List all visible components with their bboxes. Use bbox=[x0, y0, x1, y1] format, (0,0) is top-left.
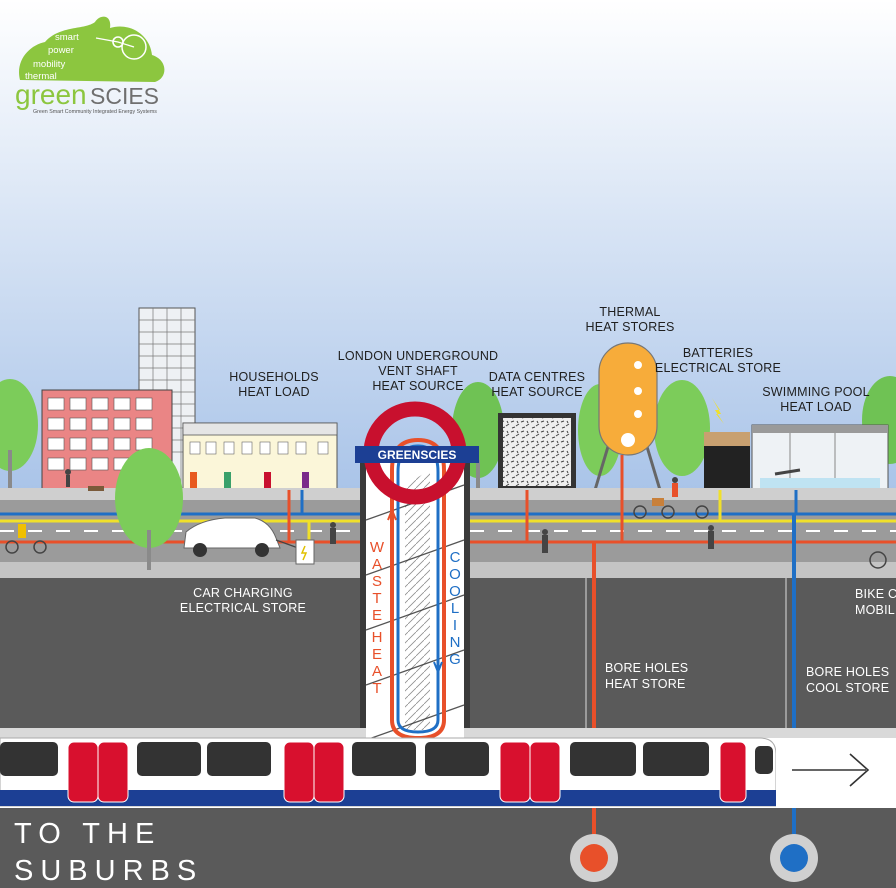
batteries-label: ELECTRICAL STORE bbox=[655, 361, 781, 375]
logo-ring-icon bbox=[121, 34, 147, 60]
cargo-bike bbox=[652, 498, 664, 506]
shaft-letter: A bbox=[372, 663, 382, 680]
households-label: HEAT LOAD bbox=[238, 385, 310, 399]
labels: HOUSEHOLDS HEAT LOAD LONDON UNDERGROUND … bbox=[14, 305, 896, 887]
to-the-suburbs-line1: TO THE bbox=[14, 818, 161, 850]
logo-wordmark-grey: SCIES bbox=[90, 83, 159, 109]
logo-tag: thermal bbox=[25, 71, 57, 82]
underground-label: VENT SHAFT bbox=[378, 364, 458, 378]
logo-wordmark-green: green bbox=[15, 79, 87, 110]
cooling-label: C O O L I N G bbox=[449, 549, 461, 668]
ground bbox=[470, 578, 896, 728]
batteries-label: BATTERIES bbox=[683, 346, 753, 360]
shaft-letter: N bbox=[450, 634, 461, 651]
logo-tag: mobility bbox=[33, 59, 65, 70]
shaft-letter: H bbox=[372, 629, 383, 646]
bore-holes-cool-label: COOL STORE bbox=[806, 681, 889, 695]
ground-bottom bbox=[0, 808, 896, 888]
logo-leaf-icon bbox=[19, 16, 165, 82]
car-charging-label: CAR CHARGING bbox=[193, 586, 293, 600]
shaft-letter: W bbox=[370, 539, 385, 556]
underground-roundel: GREENSCIES bbox=[355, 401, 479, 505]
arrow-up-icon bbox=[387, 507, 397, 521]
tree bbox=[654, 380, 710, 476]
tube-train bbox=[0, 737, 777, 807]
logo-tag: power bbox=[48, 45, 74, 56]
shaft-letter: E bbox=[372, 646, 382, 663]
logo-tag: smart bbox=[55, 32, 79, 43]
lightning-icon bbox=[712, 398, 724, 424]
ground bbox=[0, 578, 360, 728]
thermal-label: HEAT STORES bbox=[585, 320, 674, 334]
bore-holes-heat-label: BORE HOLES bbox=[605, 661, 688, 675]
shaft-letter: S bbox=[372, 573, 382, 590]
bore-holes-heat-label: HEAT STORE bbox=[605, 677, 686, 691]
arrow-down-icon bbox=[433, 661, 443, 675]
bore-holes-cool-label: BORE HOLES bbox=[806, 665, 889, 679]
data-centres-label: DATA CENTRES bbox=[489, 370, 585, 384]
shaft-letter: L bbox=[451, 600, 459, 617]
shaft-letter: C bbox=[450, 549, 461, 566]
arrow-right-icon bbox=[792, 753, 870, 787]
cyclist bbox=[18, 524, 26, 538]
households-label: HOUSEHOLDS bbox=[229, 370, 319, 384]
roundel-text: GREENSCIES bbox=[378, 448, 457, 462]
car-charging-label: ELECTRICAL STORE bbox=[180, 601, 306, 615]
heat-loop bbox=[390, 437, 446, 741]
electric-car bbox=[183, 517, 315, 565]
shaft-letter: O bbox=[449, 566, 461, 583]
bicycles bbox=[5, 505, 887, 569]
shaft-letter: I bbox=[453, 617, 457, 634]
underground-label: LONDON UNDERGROUND bbox=[338, 349, 499, 363]
shaft-letter: T bbox=[372, 680, 381, 697]
tree bbox=[0, 379, 38, 471]
logo-subtitle: Green Smart Community Integrated Energy … bbox=[33, 109, 157, 115]
shaft-letter: G bbox=[449, 651, 461, 668]
people bbox=[65, 469, 714, 633]
battery bbox=[704, 398, 750, 490]
to-the-suburbs-line2: SUBURBS bbox=[14, 855, 203, 887]
charging-point bbox=[295, 539, 315, 565]
shaft-letter: T bbox=[372, 590, 381, 607]
terrace-houses bbox=[182, 422, 338, 491]
shaft-letter: O bbox=[449, 583, 461, 600]
bike-charging-label: MOBILI bbox=[855, 603, 896, 617]
shaft-letter: A bbox=[372, 556, 382, 573]
waste-heat-label: W A S T E H E A T bbox=[370, 539, 385, 697]
tree-foreground bbox=[115, 448, 183, 570]
swimming-pool bbox=[751, 424, 889, 491]
shaft-letter: E bbox=[372, 607, 382, 624]
swimming-pool-label: SWIMMING POOL bbox=[762, 385, 869, 399]
thermal-heat-store bbox=[593, 342, 662, 491]
data-centres-label: HEAT SOURCE bbox=[491, 385, 582, 399]
bike-charging-label: BIKE CH bbox=[855, 587, 896, 601]
greenscies-logo: smart power mobility thermal green SCIES… bbox=[15, 16, 165, 115]
underground-label: HEAT SOURCE bbox=[372, 379, 463, 393]
swimming-pool-label: HEAT LOAD bbox=[780, 400, 852, 414]
data-centre bbox=[498, 413, 576, 490]
thermal-label: THERMAL bbox=[599, 305, 660, 319]
